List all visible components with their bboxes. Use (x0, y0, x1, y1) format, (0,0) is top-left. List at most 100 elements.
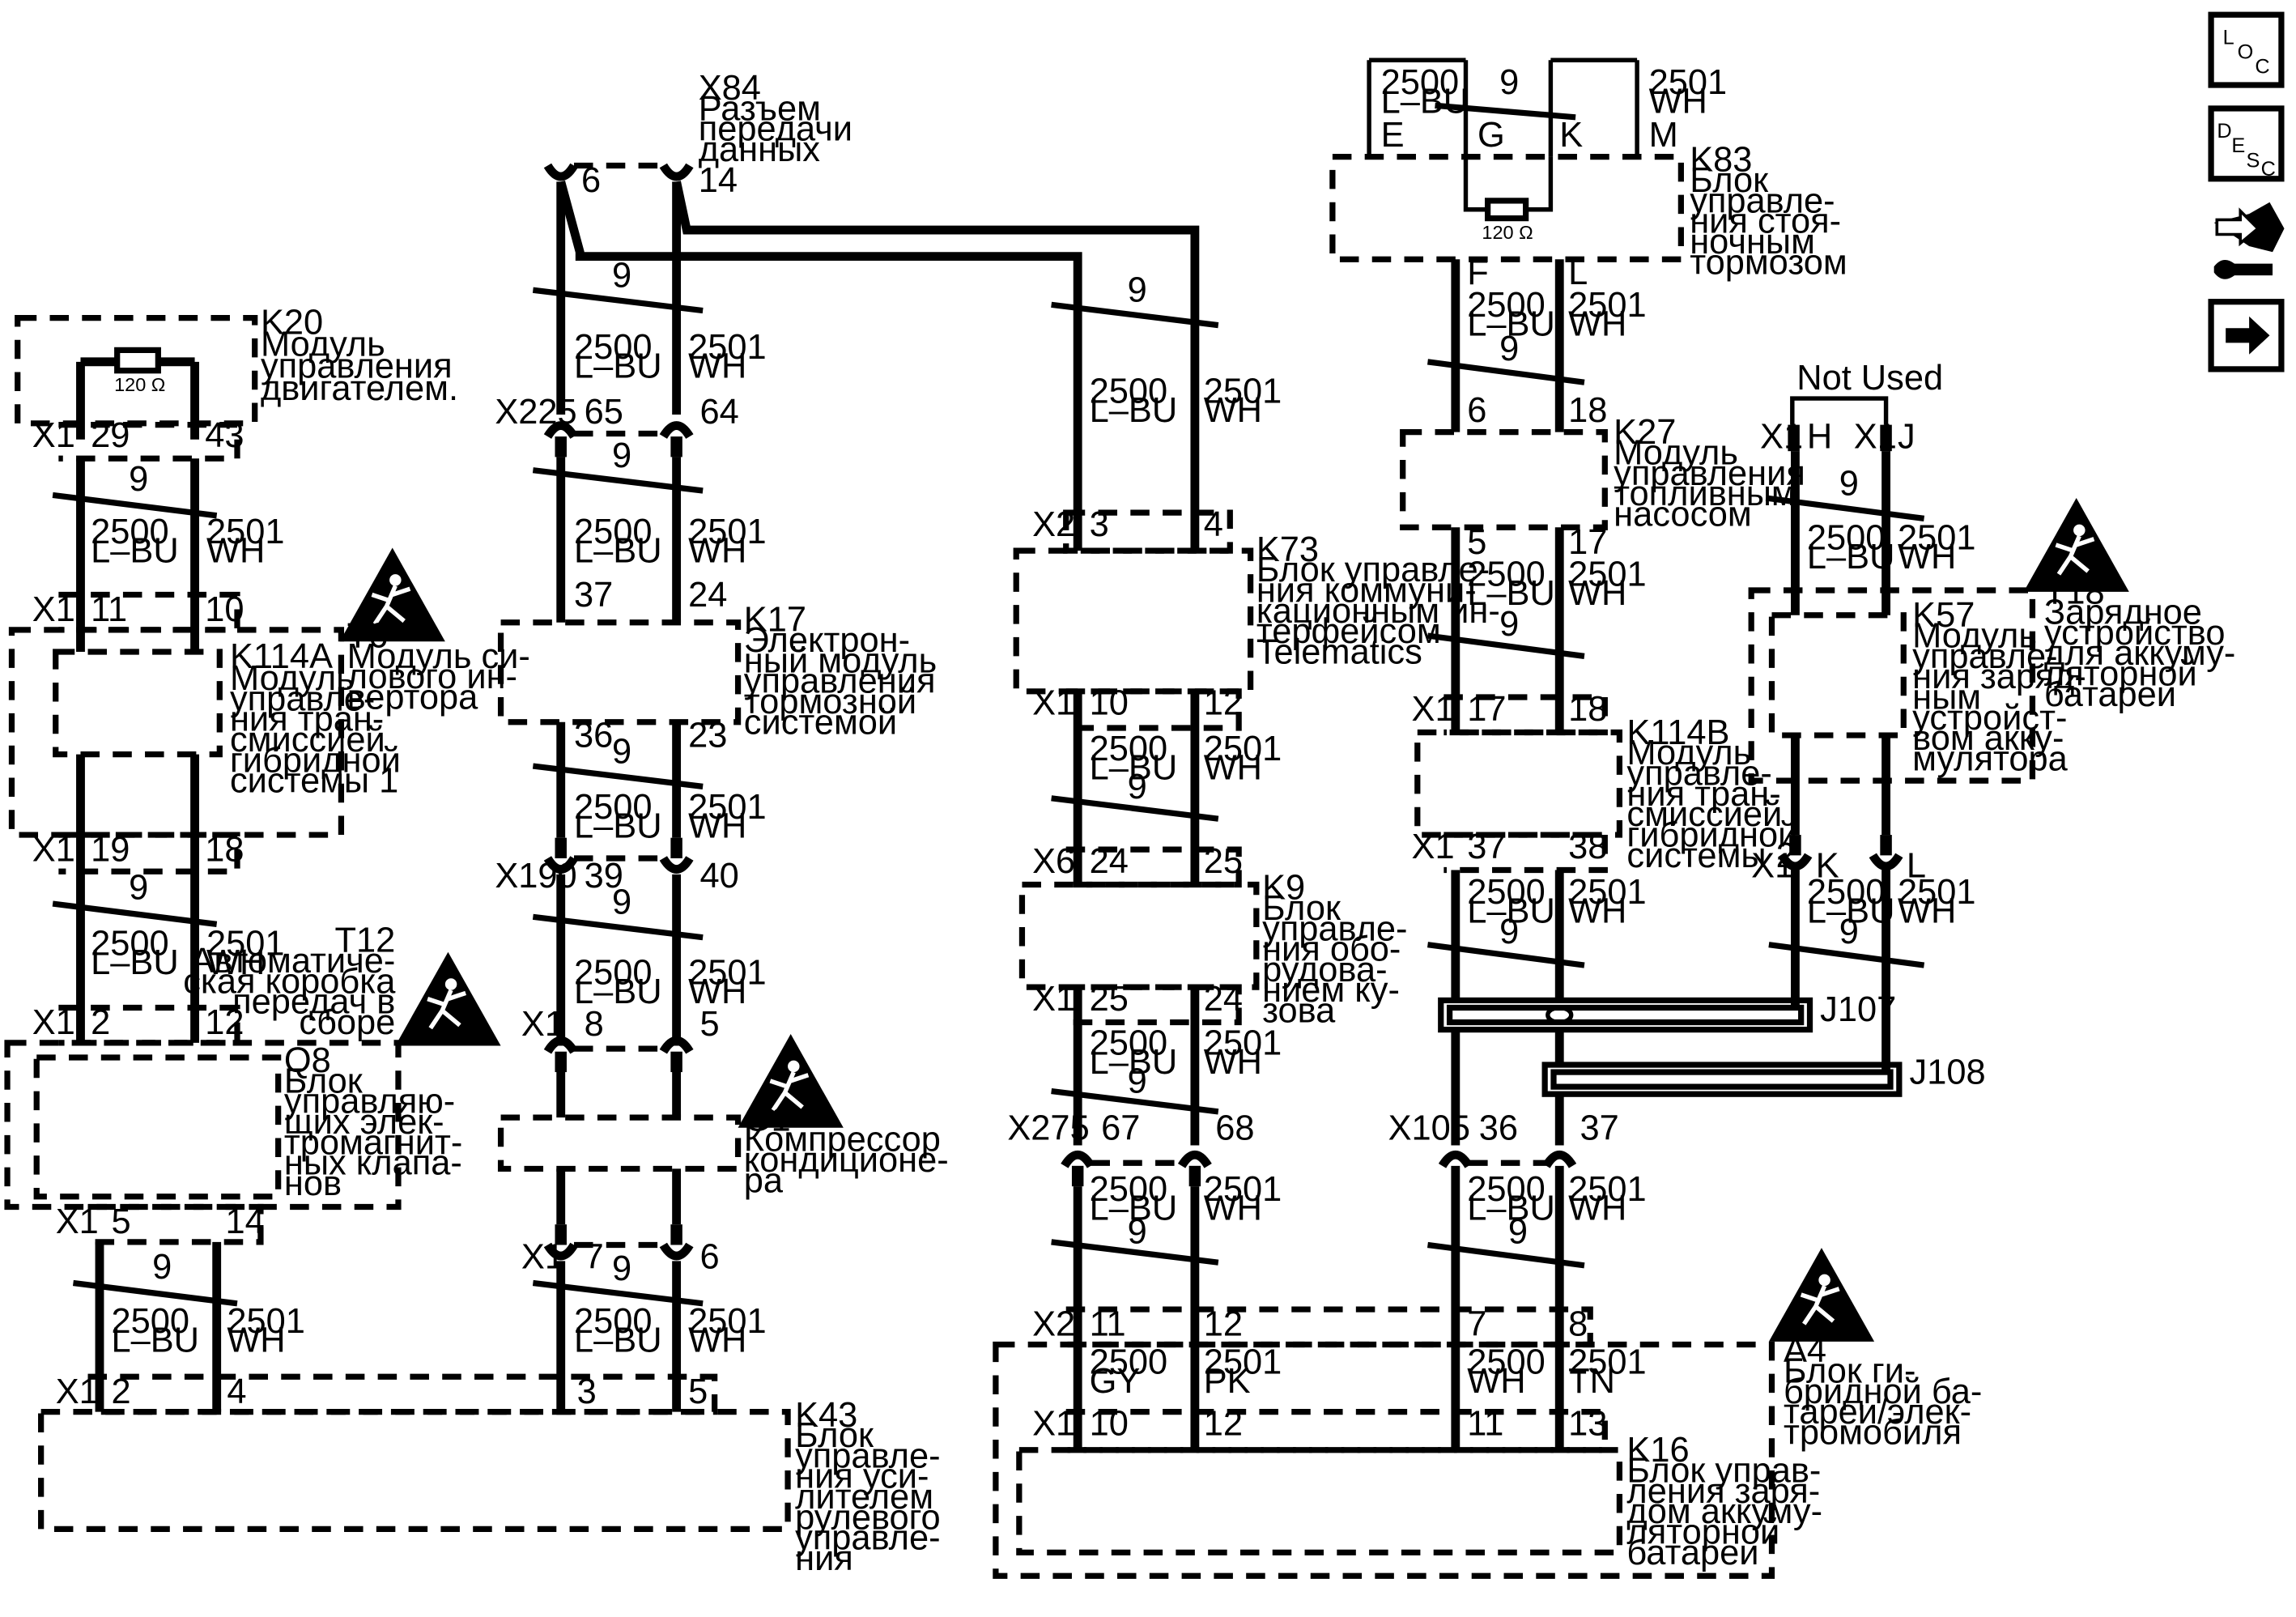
diagram-label: 5 (111, 1202, 130, 1241)
diagram-label: L–BU (574, 347, 662, 386)
diagram-label: 2501 (1649, 63, 1728, 102)
diagram-label: Модуль (1912, 617, 2037, 656)
diagram-label: 2500 (574, 513, 653, 551)
diagram-label: нием ку- (1262, 971, 1400, 1010)
diagram-label: гибридной (230, 741, 401, 780)
diagram-label: управле- (795, 1436, 940, 1475)
diagram-label: батареи (1626, 1534, 1758, 1572)
diagram-label: управления (744, 662, 936, 701)
diagram-label: 2500 (91, 513, 169, 551)
diagram-label: 9 (1128, 1062, 1147, 1100)
twist-marker (532, 467, 704, 494)
diagram-label: WH (1568, 304, 1626, 343)
diagram-label: L–BU (1467, 892, 1555, 931)
diagnostic-tool-icon[interactable] (2213, 202, 2285, 279)
diagram-label: WH (1568, 1189, 1626, 1228)
twist-marker (1051, 795, 1219, 822)
diagram-label: L–BU (91, 943, 179, 982)
diagram-label: 14 (226, 1202, 265, 1241)
diagram-label: X1 (1751, 847, 1794, 886)
diagram-label: 2 (91, 1003, 110, 1042)
diagram-label: 17 (1568, 523, 1607, 562)
arrow-right-icon[interactable] (2208, 299, 2285, 372)
diagram-label: L–BU (1807, 538, 1895, 577)
diagram-label: 43 (205, 416, 244, 455)
diagram-label: X6 (1032, 842, 1075, 881)
diagram-label: 36 (1479, 1108, 1518, 1147)
diagram-label: смиссией (230, 721, 385, 760)
diagram-label: Автоматиче- (190, 942, 395, 981)
diagram-label: 2501 (206, 513, 285, 551)
twist-marker (532, 287, 704, 314)
diagram-label: 11 (91, 590, 127, 629)
diagram-label: 5 (1467, 523, 1486, 562)
diagram-label: 39 (585, 857, 623, 896)
diagram-label: управления (261, 347, 453, 386)
diagram-label: S (2247, 149, 2260, 172)
diagram-label: батареи (2044, 675, 2176, 714)
diagram-label: 8 (1568, 1305, 1588, 1344)
diagram-label: 2501 (206, 924, 285, 963)
diagram-label: передачи (699, 110, 852, 149)
diagram-label: 2501 (1568, 1170, 1647, 1209)
twist-marker (1051, 1087, 1219, 1115)
diagram-label: 2500 (574, 328, 653, 367)
diagram-label: ночным (1690, 223, 1815, 262)
diagram-label: L–BU (111, 1321, 199, 1360)
diagram-label: ния стоя- (1690, 202, 1841, 241)
diagram-label: 14 (699, 161, 738, 200)
twist-marker (52, 900, 218, 927)
diagram-label: 9 (612, 1249, 631, 1288)
q8-module: X1 2 12 Q8 Блок управляю- щих элек- тром… (4, 1003, 462, 1245)
diagram-label: 2500 (1467, 286, 1546, 325)
diagram-label: K16 (1626, 1431, 1689, 1470)
diagram-label: ния уси- (795, 1457, 929, 1496)
q8-k43-wires (95, 1241, 222, 1412)
description-icon[interactable]: D E S C (2208, 105, 2285, 182)
diagram-label: L–BU (1381, 82, 1469, 121)
diagram-label: 9 (1499, 913, 1519, 951)
diagram-label: WH (1204, 1189, 1262, 1228)
diagram-label: E (1381, 116, 1405, 155)
diagram-label: 2500 (1090, 730, 1168, 768)
diagram-label: терфейсом (1256, 612, 1441, 651)
diagram-label: ра (744, 1161, 784, 1200)
diagram-label: H (1807, 418, 1832, 457)
diagram-label: F (1467, 253, 1489, 292)
diagram-label: 2500 (111, 1302, 189, 1341)
diagram-label: K43 (795, 1396, 857, 1435)
diagram-label: 2500 (1090, 372, 1168, 411)
diagram-label: X2 (1032, 505, 1075, 544)
diagram-label: 120 Ω (1482, 222, 1533, 243)
k57-module: Not Used X1 H X1 J (1760, 359, 1943, 456)
twist-marker (1051, 301, 1219, 329)
diagram-label: двигателем. (261, 369, 458, 408)
diagram-label: L–BU (574, 1321, 662, 1360)
diagram-label: 2501 (1204, 1023, 1282, 1062)
diagram-label: K17 (744, 601, 806, 640)
k57-splice-wires (1791, 870, 1890, 1073)
diagram-label: K114A (230, 637, 333, 676)
g1-wires (556, 1072, 682, 1225)
diagram-label: 25 (1204, 842, 1243, 881)
x190-g1-wires (556, 874, 682, 1046)
diagram-label: 9 (1499, 63, 1519, 102)
twist-marker (52, 491, 218, 519)
diagram-label: 10 (205, 590, 244, 629)
k20-resistor (114, 347, 161, 374)
diagram-label: 2500 (574, 1302, 653, 1341)
diagram-label: 2500 (574, 954, 653, 993)
diagram-label: устройст- (1912, 699, 2067, 738)
k20-k114a-wires (76, 458, 199, 652)
diagram-label: L–BU (1090, 1189, 1178, 1228)
diagram-label: Компрессор (744, 1121, 941, 1160)
location-icon[interactable]: L O C (2208, 11, 2285, 88)
diagram-label: WH (688, 347, 746, 386)
diagram-label: K9 (1262, 869, 1305, 908)
diagram-label: K114B (1626, 713, 1729, 752)
diagram-label: 2501 (1568, 555, 1647, 594)
diagram-label: WH (1204, 748, 1262, 787)
diagram-label: 24 (688, 576, 727, 615)
diagram-label: тареи/элек- (1784, 1393, 1971, 1432)
diagram-label: 13 (1568, 1405, 1607, 1444)
